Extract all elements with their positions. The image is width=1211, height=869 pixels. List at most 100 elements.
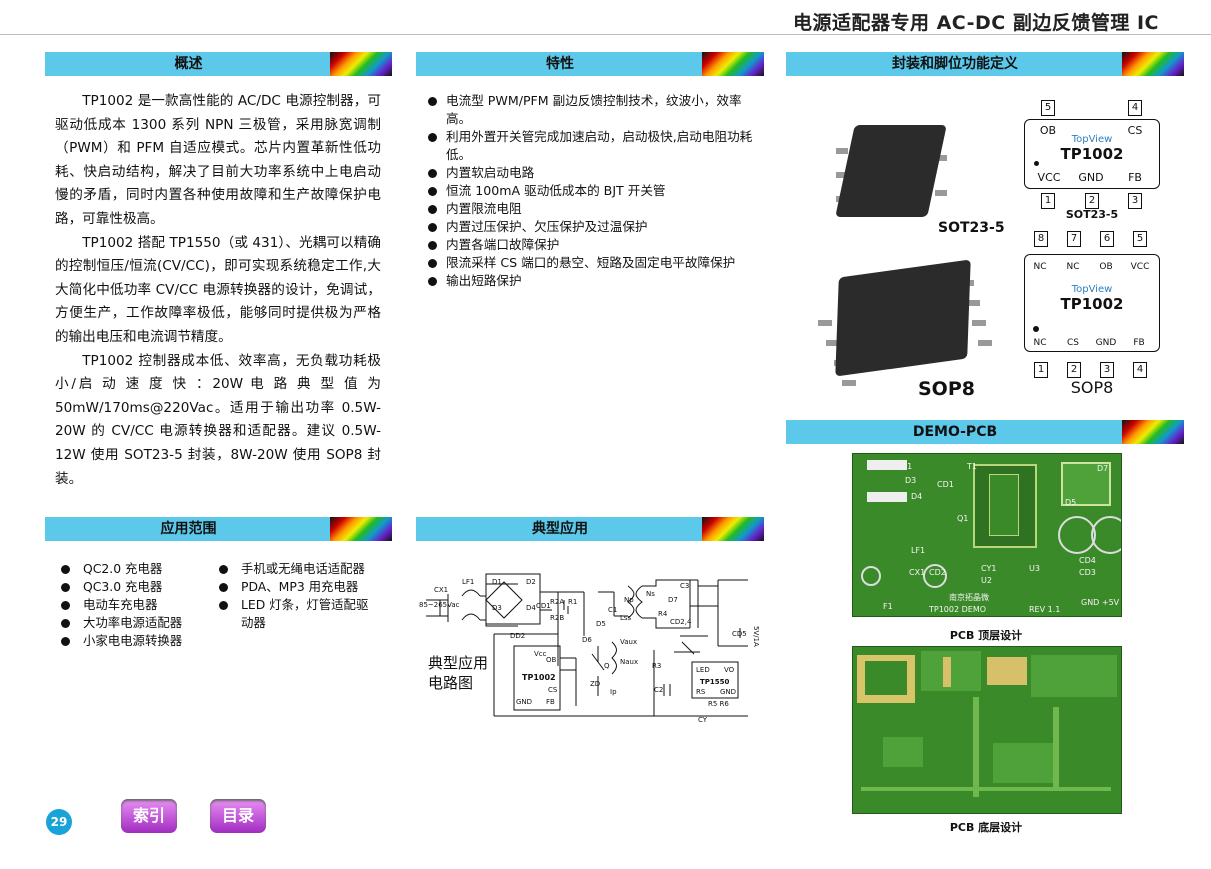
pin-number: 1 [1034, 362, 1048, 378]
features-list: 电流型 PWM/PFM 副边反馈控制技术，纹波小，效率高。 利用外置开关管完成加… [416, 92, 761, 290]
overview-heading-bar: 概述 [45, 52, 392, 76]
overview-heading: 概述 [174, 56, 203, 72]
typical-circuit-diagram: 85~265Vac CX1 LF1 D1 D2 D3 D4 CD1 R1 R2A… [418, 566, 764, 736]
pin-name: FB [1133, 338, 1145, 348]
silk-label: CX1 [909, 568, 926, 577]
demo-heading: DEMO-PCB [912, 424, 998, 440]
pin-name: VCC [1037, 171, 1061, 184]
pin-name: GND [1095, 338, 1117, 348]
circuit-label: Np [624, 596, 634, 604]
sop8-caption: SOP8 [1070, 378, 1114, 397]
rainbow-decoration [330, 517, 392, 541]
circuit-label: R3 [652, 662, 661, 670]
circuit-label: R5 R6 [708, 700, 729, 708]
circuit-label: ZD [590, 680, 600, 688]
silk-label: REV 1.1 [1029, 605, 1061, 614]
feature-item: 限流采样 CS 端口的悬空、短路及固定电平故障保护 [416, 254, 761, 272]
feature-item: 内置各端口故障保护 [416, 236, 761, 254]
circuit-label: DD2 [510, 632, 525, 640]
typical-caption-line1: 典型应用 [428, 654, 489, 672]
pin-name: GND [1078, 171, 1104, 184]
application-item: PDA、MP3 用充电器 [213, 578, 378, 596]
pin-name: NC [1033, 338, 1047, 348]
applications-heading: 应用范围 [160, 521, 217, 537]
pin-number: 4 [1133, 362, 1147, 378]
silk-label: D3 [905, 476, 917, 485]
page-number-badge: 29 [46, 809, 72, 835]
sot23-caption: SOT23-5 [1065, 208, 1119, 221]
typical-heading-bar: 典型应用 [416, 517, 764, 541]
capacitor [861, 566, 881, 586]
circuit-label: C2 [654, 686, 663, 694]
feature-item: 内置软启动电路 [416, 164, 761, 182]
application-item: LED 灯条，灯管适配驱动器 [213, 596, 378, 632]
circuit-label: TP1002 [522, 673, 556, 682]
pin-number: 8 [1034, 231, 1048, 247]
circuit-label: CS [548, 686, 558, 694]
pin-number: 5 [1041, 100, 1055, 116]
silk-label: CD1 [937, 480, 954, 489]
circuit-label: CD1 [536, 602, 551, 610]
overview-body: TP1002 是一款高性能的 AC/DC 电源控制器，可驱动低成本 1300 系… [55, 90, 381, 491]
pcb-bottom-image [852, 646, 1122, 814]
circuit-label: FB [546, 698, 555, 706]
circuit-label: LF1 [462, 578, 474, 586]
package-heading-bar: 封装和脚位功能定义 [786, 52, 1184, 76]
circuit-label: R4 [658, 610, 668, 618]
features-heading: 特性 [546, 56, 574, 72]
application-item: 手机或无绳电话适配器 [213, 560, 378, 578]
circuit-label: CY [698, 716, 708, 724]
feature-item: 恒流 100mA 驱动低成本的 BJT 开关管 [416, 182, 761, 200]
toc-button[interactable]: 目录 [210, 799, 266, 833]
silk-label: U2 [981, 576, 992, 585]
circuit-label: D6 [582, 636, 592, 644]
demo-heading-bar: DEMO-PCB [786, 420, 1184, 444]
pcb-silkscreen: D1 D3 D4 CD1 T1 D7 D5 LF1 Q1 CX1 CD2 CY1… [853, 454, 1121, 616]
circuit-label: R2B [550, 614, 564, 622]
application-item: 电动车充电器 [55, 596, 215, 614]
circuit-label: D1 [492, 578, 502, 586]
part-number: TP1002 [1060, 295, 1124, 313]
index-button[interactable]: 索引 [121, 799, 177, 833]
pin-name: CS [1127, 124, 1143, 137]
typical-caption-line2: 电路图 [428, 674, 474, 692]
circuit-label: TP1550 [700, 678, 730, 686]
silk-label: LF1 [911, 546, 926, 555]
feature-item: 利用外置开关管完成加速启动，启动极快,启动电阻功耗低。 [416, 128, 761, 164]
circuit-label: D2 [526, 578, 536, 586]
silk-label: D4 [911, 492, 923, 501]
rainbow-decoration [330, 52, 392, 76]
pin1-dot [1034, 161, 1039, 166]
circuit-label: R2A [550, 598, 564, 606]
rainbow-decoration [702, 52, 764, 76]
circuit-label: R1 [568, 598, 577, 606]
circuit-label: VO [724, 666, 735, 674]
silk-label: CD3 [1079, 568, 1096, 577]
pin-number: 5 [1133, 231, 1147, 247]
rainbow-decoration [1122, 420, 1184, 444]
applications-col1: QC2.0 充电器 QC3.0 充电器 电动车充电器 大功率电源适配器 小家电电… [55, 560, 215, 650]
pin-name: OB [1099, 262, 1113, 272]
circuit-label: Naux [620, 658, 638, 666]
circuit-label: D5 [596, 620, 606, 628]
circuit-label: GND [720, 688, 736, 696]
title-rule [0, 34, 1211, 35]
pin-name: CS [1067, 338, 1079, 348]
circuit-label: Ip [610, 688, 617, 696]
pin-number: 1 [1041, 193, 1055, 209]
circuit-label: D3 [492, 604, 502, 612]
circuit-schematic: 85~265Vac CX1 LF1 D1 D2 D3 D4 CD1 R1 R2A… [419, 573, 760, 724]
overview-paragraph: TP1002 搭配 TP1550（或 431）、光耦可以精确的控制恒压/恒流(C… [55, 234, 381, 345]
silk-label: GND +5V [1081, 598, 1120, 607]
circuit-label: CD5 [732, 630, 747, 638]
part-number: TP1002 [1060, 145, 1124, 163]
pin-number: 2 [1085, 193, 1099, 209]
silk-label: D1 [901, 462, 913, 471]
applications-col2: 手机或无绳电话适配器 PDA、MP3 用充电器 LED 灯条，灯管适配驱动器 [213, 560, 378, 632]
pin-name: FB [1128, 171, 1142, 184]
circuit-label: 85~265Vac [419, 601, 460, 609]
circuit-label: 5V/1A [752, 626, 760, 647]
pin-number: 4 [1128, 100, 1142, 116]
pin-number: 7 [1067, 231, 1081, 247]
circuit-label: D7 [668, 596, 678, 604]
